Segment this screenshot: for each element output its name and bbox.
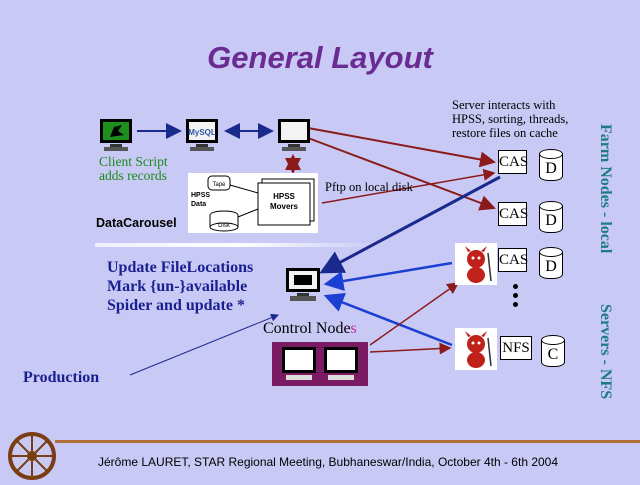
- separator-bar: [95, 243, 380, 247]
- mysql-icon: MySQL: [186, 119, 218, 151]
- server-box: CAS: [498, 150, 528, 174]
- server-box: CAS: [498, 202, 528, 226]
- svg-text:MySQL: MySQL: [188, 128, 216, 137]
- datacarousel-label: DataCarousel: [96, 216, 177, 230]
- arrow-cas-to-update: [319, 175, 501, 274]
- svg-text:HPSS: HPSS: [191, 192, 210, 199]
- svg-text:Data: Data: [191, 201, 206, 208]
- arrow-server-cas1: [307, 127, 496, 168]
- disk-icon: D: [538, 201, 563, 233]
- computer-icon: [286, 268, 320, 301]
- disk-icon: [209, 222, 239, 232]
- computer-icon: [282, 347, 316, 380]
- disk-icon: D: [538, 247, 563, 279]
- control-nodes-label: Control Nodes: [263, 320, 357, 337]
- farm-nodes-label: Farm Nodes - local: [597, 124, 614, 254]
- update-computer: [284, 266, 324, 309]
- svg-text:Disk: Disk: [218, 223, 231, 229]
- server-box: NFS: [500, 336, 532, 360]
- arrow-devil2-to-update: [323, 293, 453, 347]
- hpss-diagram: Tape HPSS Data Disk HPSS Movers: [188, 173, 318, 233]
- svg-text:HPSS: HPSS: [273, 192, 295, 201]
- tape-icon: [207, 175, 231, 191]
- server-box: CAS: [498, 248, 528, 272]
- footer-text: Jérôme LAURET, STAR Regional Meeting, Bu…: [98, 455, 559, 469]
- daemon-icon: [465, 246, 492, 283]
- computer-icon: [278, 119, 310, 151]
- wheel-logo: [6, 430, 58, 485]
- footer-bar: [55, 440, 640, 443]
- daemon-1: [455, 243, 497, 285]
- computer-icon: [324, 347, 358, 380]
- page-title: General Layout: [207, 40, 433, 75]
- computer-icon: [100, 119, 132, 151]
- mysql-computer: MySQL: [184, 117, 220, 158]
- server-computer: [276, 117, 312, 158]
- server-interacts-label: Server interacts with HPSS, sorting, thr…: [452, 98, 569, 140]
- servers-nfs-label: Servers - NFS: [597, 304, 614, 400]
- svg-text:Movers: Movers: [270, 202, 299, 211]
- arrow-control-to-devil1: [369, 282, 460, 346]
- arrow-control-to-devil2: [369, 342, 452, 355]
- client-computer: [98, 117, 134, 158]
- svg-text:Tape: Tape: [212, 182, 226, 188]
- client-script-label: Client Script adds records: [99, 154, 168, 183]
- daemon-icon: [465, 331, 492, 368]
- disk-icon: C: [540, 335, 565, 367]
- more-nodes-indicator: [513, 284, 519, 307]
- wheel-icon: [8, 432, 56, 480]
- arrow-pftp: [321, 168, 496, 204]
- pftp-label: Pftp on local disk: [325, 180, 413, 194]
- update-tasks-label: Update FileLocations Mark {un-}available…: [107, 259, 254, 314]
- control-nodes-box: [272, 342, 368, 386]
- arrow-devil1-to-update: [323, 261, 453, 291]
- disk-icon: D: [538, 149, 563, 181]
- production-label: Production: [23, 369, 100, 386]
- arrow-production: [129, 313, 279, 376]
- arrow-server-cas2: [307, 137, 496, 211]
- daemon-2: [455, 328, 497, 370]
